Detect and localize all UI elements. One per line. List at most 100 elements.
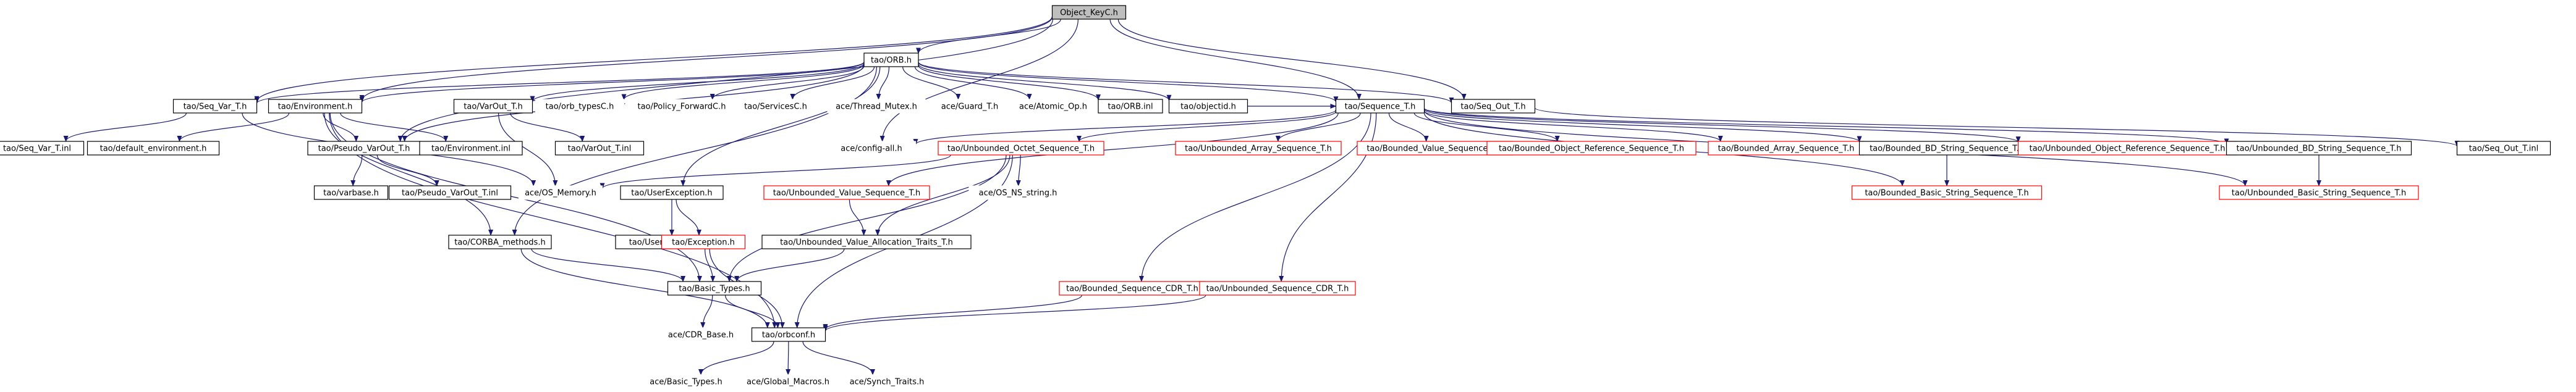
edge-root-to-seqT — [1109, 19, 1362, 100]
node-box — [1451, 99, 1536, 114]
node-bseqcdr[interactable]: tao/Bounded_Sequence_CDR_T.h — [1059, 281, 1206, 296]
node-synch[interactable]: ace/Synch_Traits.h — [837, 374, 936, 389]
node-box — [518, 185, 603, 200]
node-box — [1486, 141, 1697, 156]
node-orbtypes[interactable]: tao/orb_typesC.h — [535, 99, 625, 114]
edge-orb-to-policyfwd — [710, 65, 865, 100]
node-box — [2226, 141, 2412, 156]
node-box — [751, 327, 826, 342]
node-defenv[interactable]: tao/default_environment.h — [87, 141, 220, 156]
node-bval[interactable]: tao/Bounded_Value_Sequence_T.h — [1357, 141, 1514, 156]
node-box — [1335, 99, 1425, 114]
node-label: tao/Pseudo_VarOut_T.inl — [402, 189, 498, 198]
edge-seqT-to-bseqcdr — [1138, 112, 1371, 282]
node-guard[interactable]: ace/Guard_T.h — [932, 99, 1007, 114]
node-osns[interactable]: ace/OS_NS_string.h — [968, 185, 1067, 200]
node-label: tao/Environment.inl — [431, 144, 511, 154]
node-label: tao/Bounded_Array_Sequence_T.h — [1718, 144, 1855, 154]
node-ubdstr[interactable]: tao/Unbounded_BD_String_Sequence_T.h — [2226, 141, 2412, 156]
node-box — [268, 99, 363, 114]
node-atomic[interactable]: ace/Atomic_Op.h — [1010, 99, 1096, 114]
node-seqvar[interactable]: tao/Seq_Var_T.h — [172, 99, 258, 114]
node-psvar[interactable]: tao/Pseudo_VarOut_T.h — [307, 141, 421, 156]
node-uval[interactable]: tao/Unbounded_Value_Sequence_T.h — [763, 185, 930, 200]
edge-seqT-to-bbdstr — [1423, 109, 1862, 143]
node-orbconf[interactable]: tao/orbconf.h — [751, 327, 826, 342]
edge-uos-to-uvalalloc — [875, 154, 1010, 236]
edge-seqT-to-uval — [886, 112, 1339, 186]
node-uobjref[interactable]: tao/Unbounded_Object_Reference_Sequence_… — [2017, 141, 2237, 156]
node-varbase[interactable]: tao/varbase.h — [313, 185, 389, 200]
node-label: tao/Bounded_Value_Sequence_T.h — [1366, 144, 1503, 154]
node-bobjref[interactable]: tao/Bounded_Object_Reference_Sequence_T.… — [1486, 141, 1697, 156]
node-osmem[interactable]: ace/OS_Memory.h — [518, 185, 603, 200]
node-root[interactable]: Object_KeyC.h — [1051, 5, 1127, 20]
node-globalmac[interactable]: ace/Global_Macros.h — [736, 374, 840, 389]
node-orbinl[interactable]: tao/ORB.inl — [1098, 99, 1163, 114]
node-cdrbase[interactable]: ace/CDR_Base.h — [661, 327, 741, 342]
node-thrmutex[interactable]: ace/Thread_Mutex.h — [827, 99, 926, 114]
node-objectid[interactable]: tao/objectid.h — [1168, 99, 1248, 114]
node-orb[interactable]: tao/ORB.h — [863, 52, 919, 67]
edge-root-to-seqout — [1117, 19, 1467, 100]
node-basictypes[interactable]: tao/Basic_Types.h — [667, 281, 762, 296]
node-label: ace/Synch_Traits.h — [850, 378, 925, 387]
node-label: tao/VarOut_T.inl — [568, 144, 632, 154]
node-services[interactable]: tao/ServicesC.h — [733, 99, 818, 114]
node-label: tao/Seq_Var_T.inl — [3, 144, 71, 154]
node-label: tao/Unbounded_Basic_String_Sequence_T.h — [2232, 189, 2406, 198]
node-useqcdr[interactable]: tao/Unbounded_Sequence_CDR_T.h — [1199, 281, 1356, 296]
node-userexc[interactable]: tao/UserException.h — [620, 185, 724, 200]
edge-orbconf-to-synch — [802, 341, 875, 375]
node-psvarinl[interactable]: tao/Pseudo_VarOut_T.inl — [388, 185, 512, 200]
edge-orb-to-seqT — [918, 62, 1339, 103]
node-ubasicstr[interactable]: tao/Unbounded_Basic_String_Sequence_T.h — [2219, 185, 2419, 200]
node-box — [0, 141, 85, 156]
node-seqoutinl[interactable]: tao/Seq_Out_T.inl — [2456, 141, 2551, 156]
node-box — [826, 141, 917, 156]
node-seqvarinl[interactable]: tao/Seq_Var_T.inl — [0, 141, 85, 156]
node-seqout[interactable]: tao/Seq_Out_T.h — [1451, 99, 1536, 114]
node-uarr[interactable]: tao/Unbounded_Array_Sequence_T.h — [1175, 141, 1342, 156]
node-uos[interactable]: tao/Unbounded_Octet_Sequence_T.h — [938, 141, 1104, 156]
node-varoutinl[interactable]: tao/VarOut_T.inl — [554, 141, 645, 156]
node-label: tao/Bounded_Basic_String_Sequence_T.h — [1865, 189, 2028, 198]
node-envinl[interactable]: tao/Environment.inl — [419, 141, 523, 156]
node-label: tao/Bounded_BD_String_Sequence_T.h — [1870, 144, 2024, 154]
edge-seqT-to-uobjref — [1423, 108, 2021, 143]
node-label: tao/orbconf.h — [762, 331, 815, 340]
node-label: ace/OS_NS_string.h — [979, 189, 1057, 198]
node-box — [2456, 141, 2551, 156]
node-seqT[interactable]: tao/Sequence_T.h — [1335, 99, 1425, 114]
edge-orb-to-userexc — [680, 66, 881, 186]
node-label: tao/Seq_Out_T.inl — [2469, 144, 2538, 154]
edge-orb-to-thrmutex — [876, 66, 890, 100]
node-label: tao/Exception.h — [672, 238, 735, 248]
node-policyfwd[interactable]: tao/Policy_ForwardC.h — [625, 99, 739, 114]
node-box — [1199, 281, 1356, 296]
node-bbasicstr[interactable]: tao/Bounded_Basic_String_Sequence_T.h — [1851, 185, 2043, 200]
node-box — [1051, 5, 1127, 20]
node-label: tao/Pseudo_VarOut_T.h — [318, 144, 410, 154]
node-acebasic[interactable]: ace/Basic_Types.h — [638, 374, 734, 389]
node-bbdstr[interactable]: tao/Bounded_BD_String_Sequence_T.h — [1858, 141, 2035, 156]
node-box — [1168, 99, 1248, 114]
node-box — [638, 374, 734, 389]
edge-seqT-to-bobjref — [1413, 112, 1560, 142]
node-label: ace/Guard_T.h — [941, 102, 998, 112]
node-env[interactable]: tao/Environment.h — [268, 99, 363, 114]
edge-root-to-seqvar — [254, 16, 1053, 102]
node-label: ace/Basic_Types.h — [650, 378, 722, 387]
node-exception[interactable]: tao/Exception.h — [661, 235, 746, 249]
node-box — [837, 374, 936, 389]
edge-orb-to-atomic — [914, 66, 1032, 100]
node-label: tao/Seq_Out_T.h — [1460, 102, 1525, 112]
edge-env-to-psvar — [323, 112, 359, 142]
edge-varout-to-osmem — [498, 112, 558, 186]
node-barr[interactable]: tao/Bounded_Array_Sequence_T.h — [1708, 141, 1865, 156]
node-box — [761, 235, 972, 249]
node-config[interactable]: ace/config-all.h — [826, 141, 917, 156]
node-uvalalloc[interactable]: tao/Unbounded_Value_Allocation_Traits_T.… — [761, 235, 972, 249]
node-varout[interactable]: tao/VarOut_T.h — [453, 99, 533, 114]
node-corbameth[interactable]: tao/CORBA_methods.h — [448, 235, 552, 249]
